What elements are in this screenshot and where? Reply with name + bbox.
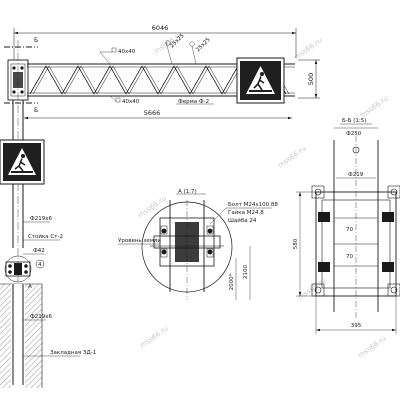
dim-base-width: 395: [351, 323, 362, 329]
section-b: Б-Б (1:5) Ф250 Ф219 70 70 580: [293, 118, 400, 334]
dim-anchor-depth: 2100: [243, 265, 249, 279]
top-dimensions: 6046 5666 500: [13, 24, 320, 120]
post-label: Стойка Ст-2: [28, 233, 63, 240]
pedestrian-sign-top: [236, 57, 285, 104]
watermark: mss66.ru: [357, 334, 388, 359]
embed-label: Закладная ЗД-1: [50, 350, 96, 356]
bolt-label: Болт М24х100.88: [228, 202, 278, 208]
pipe-219-label: Ф219: [348, 172, 364, 178]
detail-a-title: A (1:7): [178, 189, 197, 195]
watermark: mss66.ru: [137, 194, 168, 219]
pipe-upper-label: Ф219х6: [30, 216, 52, 222]
section-mark-top: Б: [34, 37, 38, 44]
dim-truss-height: 500: [307, 73, 315, 85]
dim-70-top: 70: [346, 227, 353, 233]
ground-level-label: Уровень земли: [118, 238, 161, 244]
watermark: mss66.ru: [359, 94, 390, 119]
washer-label: Шайба 24: [228, 217, 257, 224]
nut-label: Гайка М24.8: [228, 209, 264, 216]
watermark: mss66.ru: [293, 36, 324, 61]
angle-top-label: 40x40: [118, 49, 136, 55]
dim-burial-depth: 2000*: [229, 273, 235, 290]
pipe-250-label: Ф250: [346, 131, 362, 137]
dim-span-total: 6046: [152, 24, 169, 32]
marker-4: 4: [38, 262, 42, 268]
watermark: mss66.ru: [139, 324, 170, 349]
section-mark-bottom: Б: [34, 107, 38, 114]
dim-span-inner: 5666: [144, 109, 161, 117]
dim-70-bottom: 70: [346, 254, 353, 260]
pipe-lower-label: Ф219х6: [30, 314, 52, 320]
foundation: Ф219х6 Закладная ЗД-1: [0, 283, 96, 388]
angle-bottom-label: 40x40: [122, 99, 140, 105]
dim-section-height: 580: [293, 238, 299, 249]
pedestrian-sign-post: [0, 139, 45, 185]
detail-a: A (1:7) Уровень земли Болт М24х100.88 Га…: [118, 189, 278, 300]
pipe-small-label: Ф42: [33, 248, 45, 254]
post-labels: Ф219х6 Стойка Ст-2 Ф42 4: [23, 216, 63, 269]
section-b-title: Б-Б (1:5): [342, 118, 366, 124]
section-cut-mark: Б Б: [4, 37, 38, 114]
watermark: mss66.ru: [277, 144, 308, 169]
dim-25-b: 25x25: [195, 37, 212, 54]
truss-label: Ферма Ф-2: [178, 99, 209, 105]
